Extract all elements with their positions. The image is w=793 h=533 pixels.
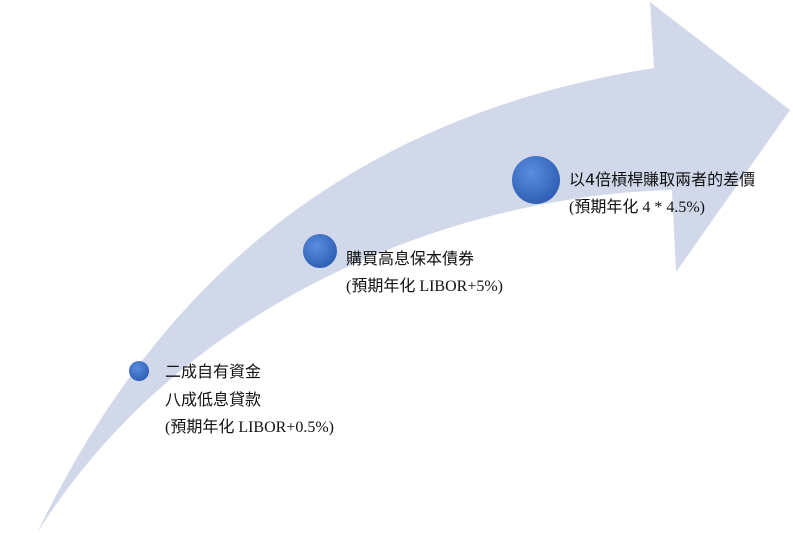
step-3-rate: (預期年化 4 * 4.5%) — [569, 199, 705, 216]
step-1-dot — [129, 361, 149, 381]
step-2-line-1: 購買高息保本債券 — [346, 249, 475, 268]
step-1-label: 二成自有資金 八成低息貸款 (預期年化 LIBOR+0.5%) — [165, 358, 334, 442]
step-1-rate: (預期年化 LIBOR+0.5%) — [165, 419, 335, 436]
step-3-dot — [512, 156, 560, 204]
curved-arrow-shape — [37, 2, 790, 533]
step-2-rate: (預期年化 LIBOR+5%) — [346, 278, 504, 295]
step-2-label: 購買高息保本債券 (預期年化 LIBOR+5%) — [346, 245, 503, 301]
step-3-line-1: 以4倍槓桿賺取兩者的差價 — [569, 170, 756, 189]
step-2-dot — [303, 234, 337, 268]
step-1-line-2: 八成低息貸款 — [165, 390, 262, 409]
step-3-label: 以4倍槓桿賺取兩者的差價 (預期年化 4 * 4.5%) — [569, 166, 755, 222]
step-1-line-1: 二成自有資金 — [165, 362, 262, 381]
